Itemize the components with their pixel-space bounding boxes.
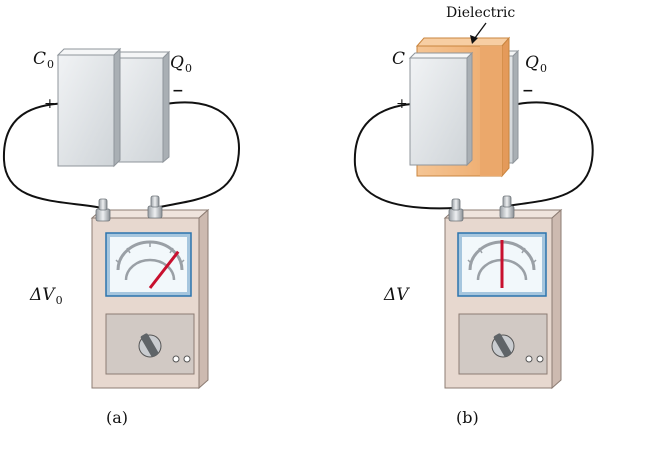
- voltmeter-a: [90, 195, 210, 390]
- dielectric-label: Dielectric: [446, 5, 516, 21]
- panel-a: [2, 47, 240, 390]
- capacitance-label-b: C: [392, 49, 406, 71]
- capacitance-label-a: C0: [33, 49, 54, 71]
- terminal-right-b: [499, 195, 515, 219]
- needle-a: [148, 250, 180, 289]
- panel-b: [353, 22, 594, 390]
- front-plate-a: [56, 47, 122, 168]
- charge-symbol-a: Q: [170, 53, 184, 73]
- minus-sign-b: −: [522, 83, 534, 99]
- charge-subscript-b: 0: [539, 62, 547, 75]
- capacitor-a: [56, 47, 171, 168]
- plus-sign-a: +: [44, 96, 56, 112]
- jack-b-2: [536, 355, 544, 363]
- charge-label-b: Q0: [525, 53, 547, 75]
- plus-sign-b: +: [396, 96, 408, 112]
- meter-dial-a: [105, 232, 192, 297]
- voltage-label-b: ΔV: [384, 285, 410, 307]
- wire-positive-b: [353, 102, 456, 210]
- charge-symbol-b: Q: [525, 53, 539, 73]
- meter-dial-b: [457, 232, 547, 297]
- jack-a-2: [183, 355, 191, 363]
- terminal-right-a: [147, 195, 163, 219]
- voltage-subscript-a: 0: [55, 294, 63, 307]
- voltage-label-a: ΔV0: [30, 285, 63, 307]
- capacitance-subscript-a: 0: [47, 58, 55, 71]
- capacitance-symbol-a: C: [33, 49, 47, 69]
- wire-positive-a: [2, 102, 104, 209]
- terminal-left-a: [95, 198, 111, 222]
- wire-negative-a: [154, 101, 240, 209]
- terminal-left-b: [448, 198, 464, 222]
- capacitance-symbol-b: C: [392, 49, 406, 69]
- capacitor-b: [408, 22, 520, 178]
- voltage-symbol-b: ΔV: [384, 285, 409, 305]
- front-plate-b: [408, 51, 474, 167]
- charge-subscript-a: 0: [184, 62, 192, 75]
- voltage-symbol-a: ΔV: [30, 285, 55, 305]
- wire-negative-b: [506, 101, 594, 207]
- caption-b: (b): [456, 408, 479, 427]
- voltmeter-b: [443, 195, 563, 390]
- charge-label-a: Q0: [170, 53, 192, 75]
- minus-sign-a: −: [172, 83, 184, 99]
- caption-a: (a): [106, 408, 129, 427]
- control-panel-b: [458, 313, 548, 375]
- control-panel-a: [105, 313, 195, 375]
- jack-a-1: [172, 355, 180, 363]
- jack-b-1: [525, 355, 533, 363]
